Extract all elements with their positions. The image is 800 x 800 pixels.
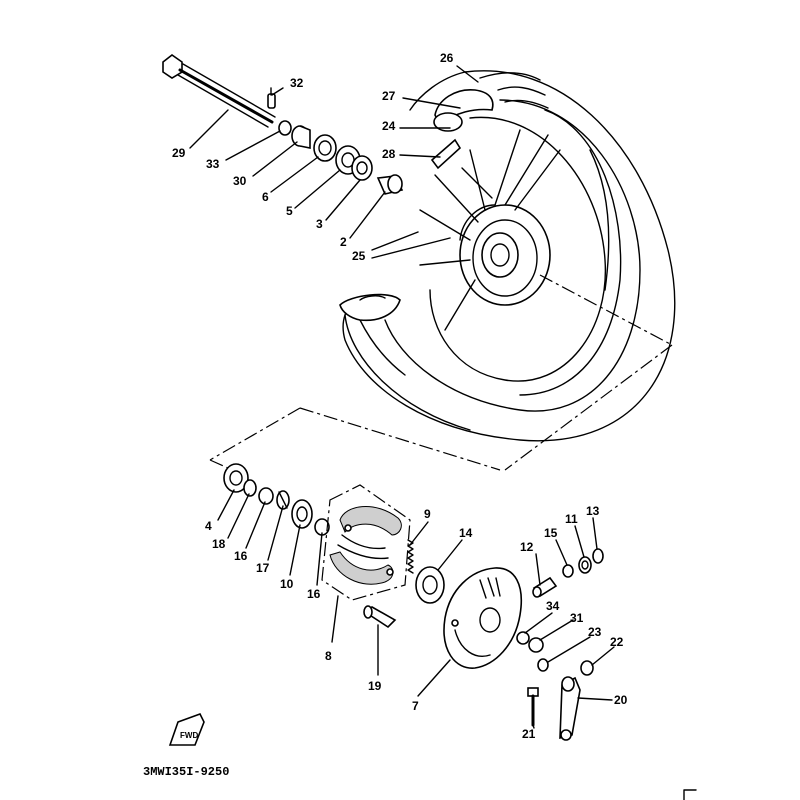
callout-13: 13: [586, 504, 600, 518]
bearing-3: [351, 155, 373, 181]
wheel-hub: [459, 204, 551, 306]
nut-13: [592, 548, 604, 564]
spacer-2: [376, 174, 404, 195]
svg-text:FWD: FWD: [180, 731, 198, 740]
callout-18: 18: [212, 537, 226, 551]
callout-19: 19: [368, 679, 382, 693]
brake-shoe-kit-8: [321, 484, 411, 601]
corner-mark: [683, 789, 697, 800]
spacer-30: [291, 125, 311, 149]
oil-seal-14: [415, 566, 445, 604]
axle-centerline-lower: [504, 344, 673, 471]
callouts: 32 29 33 30 6 5 3 2 26 27 24 28 25 4 18 …: [172, 51, 628, 741]
callout-16-left: 16: [234, 549, 248, 563]
callout-21: 21: [522, 727, 536, 741]
front-axle-29: [162, 54, 276, 128]
callout-4: 4: [205, 519, 212, 533]
circlip-18: [243, 479, 257, 497]
callout-33: 33: [206, 157, 220, 171]
callout-27: 27: [382, 89, 396, 103]
callout-9: 9: [424, 507, 431, 521]
washer-34: [516, 631, 530, 645]
callout-6: 6: [262, 190, 269, 204]
callout-34: 34: [546, 599, 560, 613]
callout-29: 29: [172, 146, 186, 160]
axle-centerline-left: [209, 459, 229, 469]
callout-24: 24: [382, 119, 396, 133]
callout-3: 3: [316, 217, 323, 231]
callout-5: 5: [286, 204, 293, 218]
washer-31: [528, 637, 544, 653]
cable-adjuster-12: [532, 576, 558, 598]
axle-centerline-left-up: [209, 407, 301, 461]
rim-band: [430, 89, 494, 170]
callout-8: 8: [325, 649, 332, 663]
callout-15: 15: [544, 526, 558, 540]
gear-10: [291, 499, 313, 529]
callout-2: 2: [340, 235, 347, 249]
brake-shoe-plate-7: [443, 567, 522, 669]
bolt-21: [527, 687, 539, 727]
callout-16-right: 16: [307, 587, 321, 601]
oil-seal-6: [313, 134, 337, 162]
fwd-arrow-icon: FWD: [168, 713, 205, 746]
wheel-spokes: [419, 129, 561, 331]
front-wheel-tire: [339, 70, 676, 442]
spring-9: [407, 539, 414, 574]
callout-12: 12: [520, 540, 534, 554]
spring-11: [578, 556, 592, 574]
callout-28: 28: [382, 147, 396, 161]
callout-26: 26: [440, 51, 454, 65]
callout-20: 20: [614, 693, 628, 707]
callout-25: 25: [352, 249, 366, 263]
nut-22: [580, 660, 594, 676]
leader-lines: [189, 65, 615, 729]
spring-17: [276, 490, 290, 510]
callout-10: 10: [280, 577, 294, 591]
callout-14: 14: [459, 526, 473, 540]
callout-31: 31: [570, 611, 584, 625]
callout-30: 30: [233, 174, 247, 188]
camshaft-19: [363, 605, 397, 629]
cam-lever-20: [559, 676, 581, 741]
washer-16-left: [258, 487, 274, 505]
callout-23: 23: [588, 625, 602, 639]
part-code-label: 3MWI35I-9250: [143, 765, 229, 779]
collar-33: [278, 120, 292, 136]
callout-22: 22: [610, 635, 624, 649]
callout-11: 11: [565, 512, 578, 526]
callout-7: 7: [412, 699, 419, 713]
axle-centerline-left-top: [299, 407, 501, 471]
indicator-23: [537, 658, 549, 672]
nut-15: [562, 564, 574, 578]
bearing-4: [223, 463, 249, 493]
callout-32: 32: [290, 76, 304, 90]
bolt-32: [267, 87, 276, 109]
callout-17: 17: [256, 561, 270, 575]
